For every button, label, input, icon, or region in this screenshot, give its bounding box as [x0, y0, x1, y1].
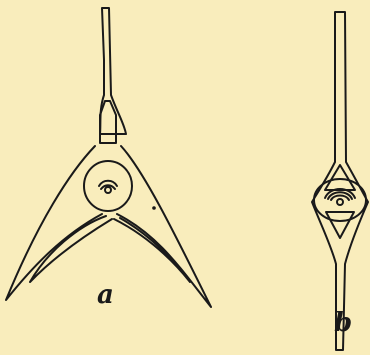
- spicule-a-left-canal: [30, 216, 112, 282]
- spicule-a: [6, 8, 211, 307]
- spicule-a-upper-ray: [100, 8, 126, 134]
- spicule-b-lower-cavity: [326, 212, 354, 238]
- label-a: a: [97, 282, 114, 308]
- spicule-a-right-canal: [114, 218, 190, 282]
- spicule-a-cavity: [100, 101, 116, 143]
- label-b: b: [334, 310, 352, 336]
- spicule-a-right-arm: [117, 146, 211, 307]
- spicule-b-outline: [312, 12, 368, 350]
- spicule-a-left-arm: [6, 146, 102, 300]
- spicule-b: [312, 12, 368, 350]
